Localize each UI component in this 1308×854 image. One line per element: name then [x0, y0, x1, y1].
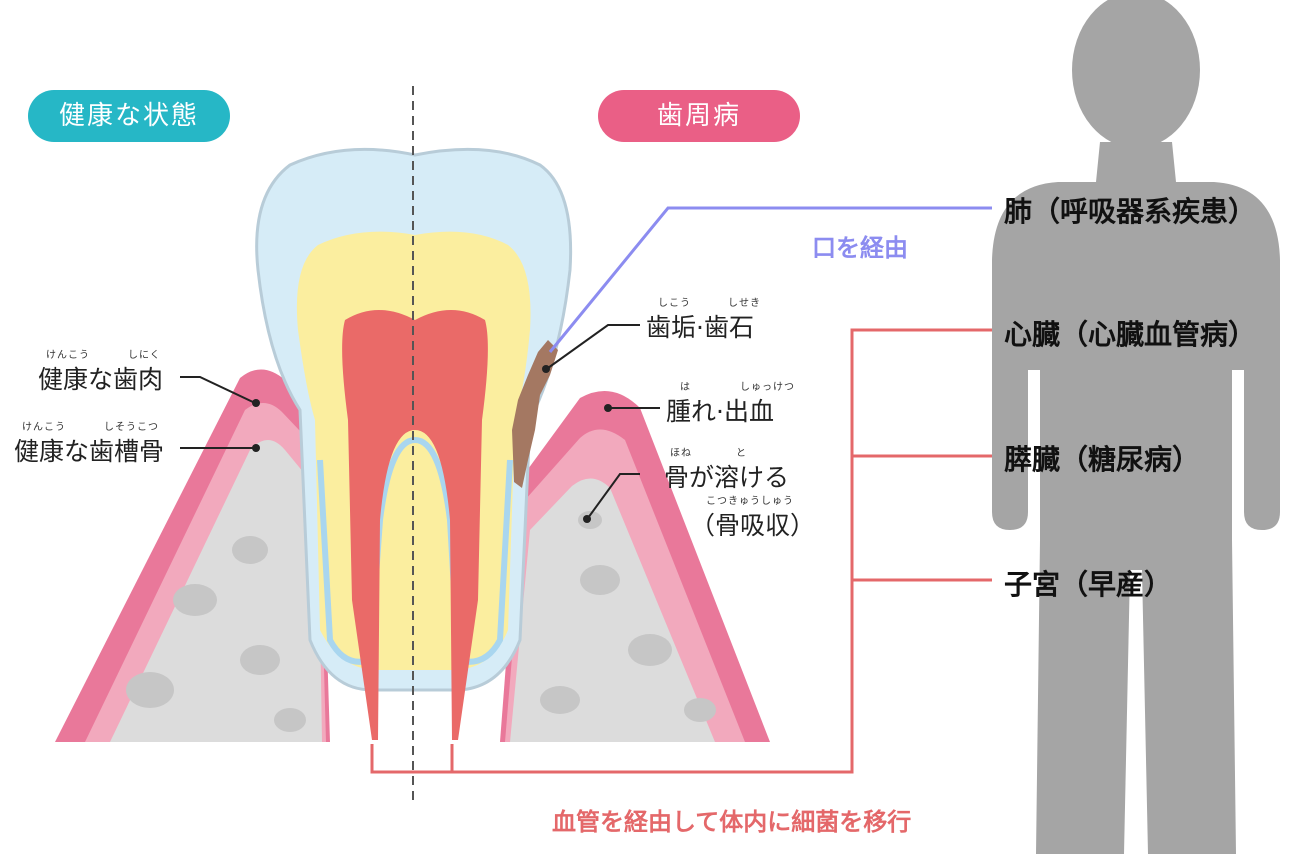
- bone-melt-label: 骨が溶ける: [664, 463, 790, 492]
- organ-lung: 肺（呼吸器系疾患）: [1004, 195, 1257, 228]
- organ-uterus: 子宮（早産）: [1004, 568, 1173, 601]
- mouth-route-label: 口を経由: [812, 234, 908, 262]
- organ-heart: 心臓（心臓血管病）: [1004, 318, 1257, 351]
- plaque-label: 歯垢·歯石: [646, 313, 754, 342]
- swelling-ruby-1: は: [680, 382, 691, 393]
- gum-healthy-ruby-2: しにく: [128, 350, 161, 361]
- mouth-route-line: [548, 206, 992, 353]
- bone-texture: [126, 511, 716, 732]
- bone-healthy-label: 健康な歯槽骨: [14, 437, 165, 466]
- swelling-label: 腫れ·出血: [666, 397, 774, 426]
- blood-route-lines: [370, 328, 992, 774]
- bone-melt-ruby-1: ほね: [670, 448, 692, 459]
- bone-healthy-ruby-1: けんこう: [22, 422, 66, 433]
- gum-bone: [55, 369, 770, 742]
- root-membrane: [317, 436, 513, 665]
- resorption-label: （骨吸収）: [690, 511, 816, 540]
- pulp: [342, 310, 488, 740]
- swelling-ruby-2: しゅっけつ: [740, 382, 795, 393]
- human-silhouette: [992, 0, 1280, 854]
- right-bone: [510, 478, 715, 742]
- resorption-ruby: こつきゅうしゅう: [706, 496, 794, 507]
- healthy-badge: 健康な状態: [28, 90, 230, 142]
- plaque-ruby-2: しせき: [728, 298, 761, 309]
- organ-pancreas: 膵臓（糖尿病）: [1004, 443, 1201, 476]
- pointer-dots: [252, 365, 612, 523]
- bone-melt-ruby-2: と: [736, 448, 747, 459]
- disease-badge: 歯周病: [598, 90, 800, 142]
- gum-healthy-ruby-1: けんこう: [46, 350, 90, 361]
- pointer-lines: [180, 324, 660, 519]
- bone-healthy-ruby-2: しそうこつ: [104, 422, 159, 433]
- plaque-ruby-1: しこう: [658, 298, 691, 309]
- gum-healthy-label: 健康な歯肉: [38, 365, 164, 394]
- blood-route-label: 血管を経由して体内に細菌を移行: [552, 808, 912, 836]
- tartar: [512, 340, 558, 488]
